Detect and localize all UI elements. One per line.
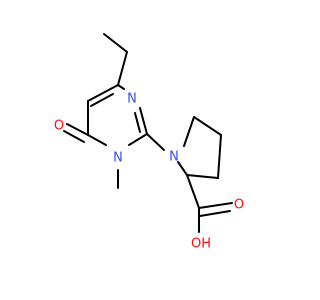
background <box>0 0 300 300</box>
bond-c2-n-pyrrolidine <box>146 133 165 151</box>
bond-n3-c2-double <box>134 112 141 133</box>
bond-ethyl-ch2-ring <box>117 51 128 86</box>
atom-o-acid: O <box>234 198 244 213</box>
bond-pyrrolidine-c4-c5 <box>186 174 219 179</box>
bond-ethyl-ch3-ch2 <box>103 33 128 53</box>
bond-c4-c5-double <box>90 93 114 107</box>
bond-c4-n3 <box>117 84 125 90</box>
bond-pyrrolidine-c2-c3 <box>193 116 222 136</box>
bond-c3-carboxyl <box>186 174 200 209</box>
atom-o-carbonyl: O <box>54 119 64 134</box>
bond-c4-c5 <box>87 84 119 102</box>
atom-n-ring-methyl: N <box>113 151 123 166</box>
molecule-structure-diagram: N N N O O OH <box>0 0 300 300</box>
bond-carboxyl-o <box>198 202 233 209</box>
bond-c6-o <box>66 123 89 136</box>
bond-pyrrolidine-c5-n <box>177 161 188 176</box>
bond-n3-c2 <box>139 107 148 135</box>
bond-c6-o-double <box>63 130 85 143</box>
atom-n-ring-top: N <box>127 92 137 107</box>
bond-c6-n1 <box>87 134 107 146</box>
atom-n-pyrrolidine: N <box>169 150 179 165</box>
bond-carboxyl-o-double <box>199 210 231 217</box>
bond-pyrrolidine-c3-c4 <box>217 134 222 179</box>
bond-pyrrolidine-n-c2 <box>183 116 195 147</box>
atom-oh-acid: OH <box>191 237 211 252</box>
bond-c2-n1 <box>128 133 148 146</box>
